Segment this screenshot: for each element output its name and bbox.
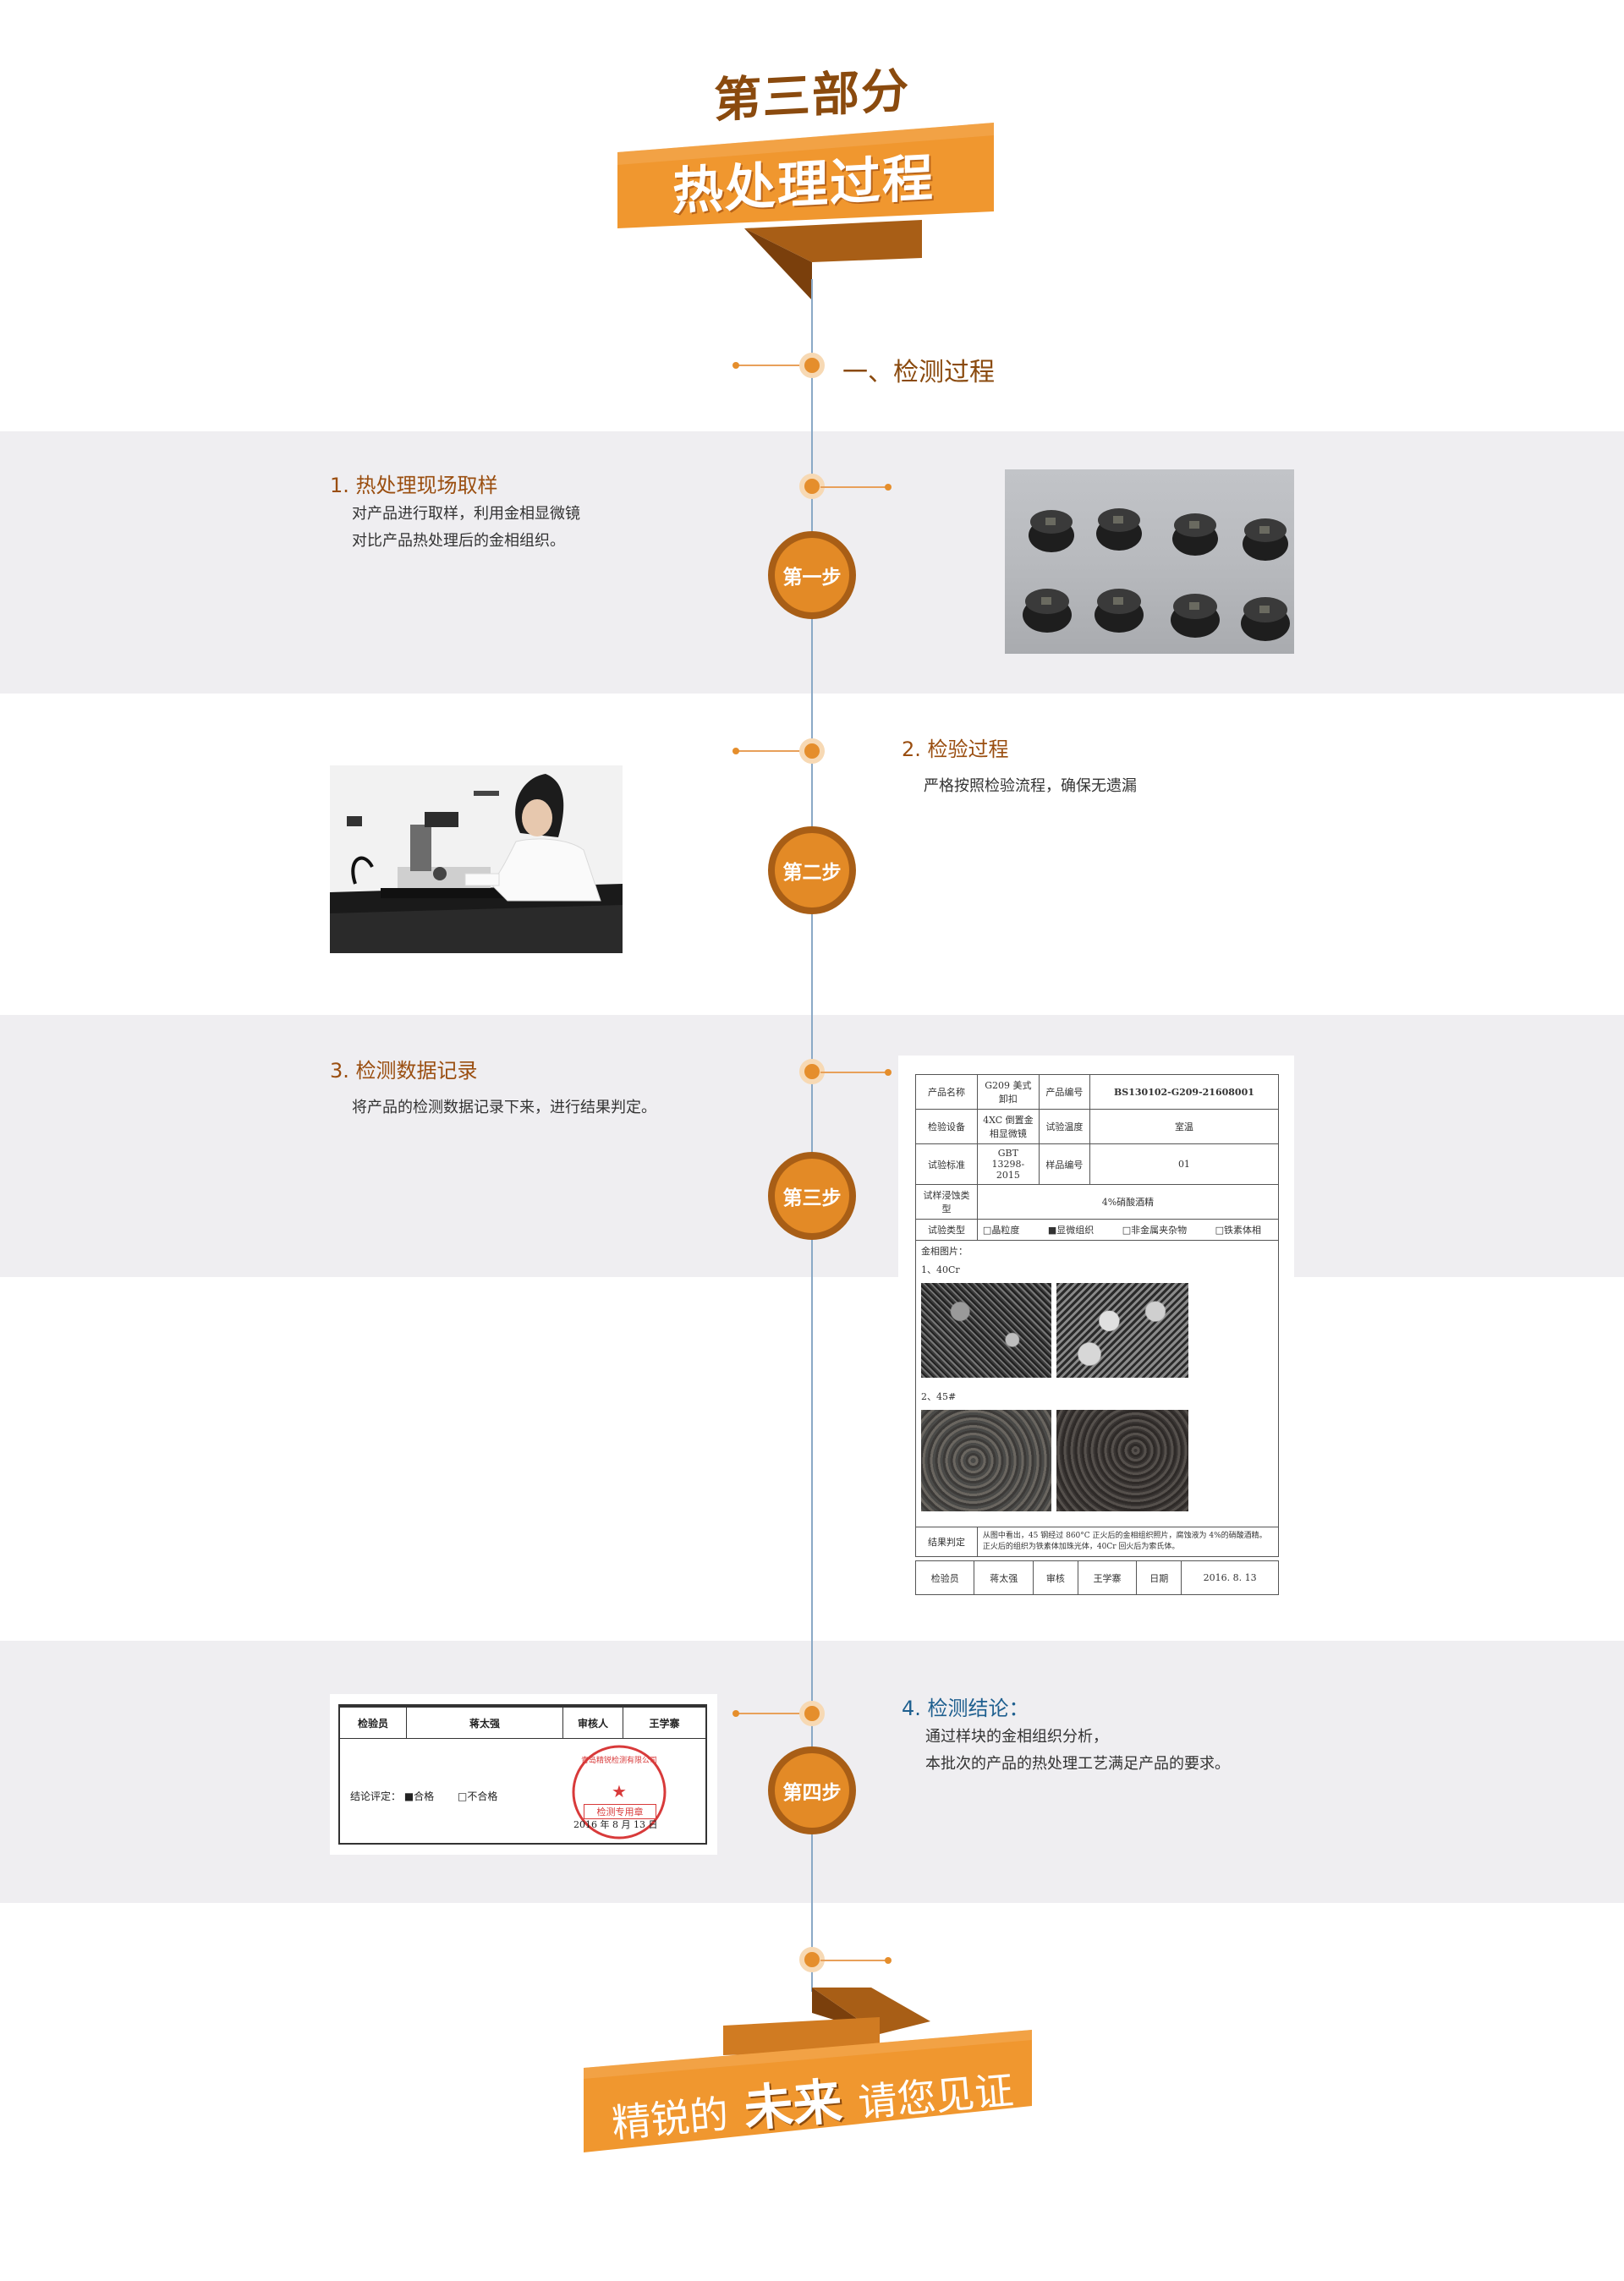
report-cell: G209 美式卸扣 [976, 1074, 1040, 1110]
timeline-node [799, 353, 825, 378]
inspection-report: 产品名称 G209 美式卸扣 产品编号 BS130102-G209-216080… [898, 1056, 1294, 1604]
report-cell: 检验员 [914, 1560, 975, 1595]
slogan-part-c: 请您见证 [856, 2067, 1016, 2126]
report-images-cell: 金相图片： 1、40Cr 2、45# [915, 1240, 1279, 1527]
report-images-label: 金相图片： [921, 1246, 968, 1257]
timeline-node [799, 1701, 825, 1726]
report-cell: 2016. 8. 13 [1181, 1560, 1279, 1595]
report-option: □晶粒度 [982, 1225, 1020, 1236]
conclusion-label: 结论评定： [350, 1790, 402, 1802]
report-sign-table: 检验员 蒋太强 审核 王学寨 日期 2016. 8. 13 [914, 1560, 1279, 1595]
report-cell: 蒋太强 [974, 1560, 1034, 1595]
report-cell: 结果判定 [915, 1527, 978, 1557]
step4-desc-line2: 本批次的产品的热处理工艺满足产品的要求。 [925, 1755, 1230, 1773]
conclusion-cell: 审核人 [563, 1708, 623, 1738]
micrograph-40cr [921, 1283, 1273, 1378]
step2-desc-line1: 严格按照检验流程，确保无遗漏 [924, 777, 1137, 795]
report-img2-label: 2、45# [921, 1391, 957, 1402]
step3-badge: 第三步 [768, 1152, 856, 1240]
connector-dot [732, 362, 739, 369]
report-cell: GBT 13298-2015 [976, 1143, 1040, 1185]
step2-title: 2. 检验过程 [902, 737, 1009, 761]
conclusion-header: 检验员 蒋太强 审核人 王学寨 [340, 1708, 705, 1739]
report-cell: 试样浸蚀类型 [915, 1184, 978, 1220]
step3-desc-line1: 将产品的检测数据记录下来，进行结果判定。 [352, 1099, 656, 1116]
slogan-part-a: 精锐的 [610, 2091, 731, 2147]
footer-ribbon [584, 1988, 1032, 2152]
step1-desc-line2: 对比产品热处理后的金相组织。 [352, 532, 565, 550]
connector-line [820, 1960, 886, 1961]
report-result-text: 从图中看出，45 钢经过 860°C 正火后的金相组织照片，腐蚀液为 4%的硝酸… [976, 1527, 1280, 1557]
report-cell: BS130102-G209-21608001 [1089, 1074, 1280, 1110]
slogan-part-b: 未来 [741, 2072, 845, 2138]
conclusion-date: 2016 年 8 月 13 日 [573, 1819, 658, 1830]
report-option: ■显微组织 [1047, 1225, 1095, 1236]
report-cell: 检验设备 [915, 1109, 978, 1144]
step1-desc-line1: 对产品进行取样，利用金相显微镜 [352, 505, 580, 523]
conclusion-cell: 检验员 [340, 1708, 407, 1738]
inspection-stamp: ★ 青岛精锐检测有限公司 检测专用章 [568, 1741, 670, 1843]
step4-desc-line1: 通过样块的金相组织分析， [925, 1728, 1108, 1746]
report-cell: 日期 [1136, 1560, 1182, 1595]
report-test-types: □晶粒度 ■显微组织 □非金属夹杂物 □铁素体相 [976, 1219, 1280, 1241]
connector-line [820, 1072, 886, 1073]
header-ribbon [617, 123, 994, 300]
report-option: □铁素体相 [1215, 1225, 1262, 1236]
timeline-line [811, 279, 813, 1992]
report-cell: 试验类型 [915, 1219, 978, 1241]
report-cell: 试验温度 [1038, 1109, 1090, 1144]
connector-line [738, 1713, 804, 1714]
conclusion-pass: ■合格 [403, 1790, 435, 1802]
report-cell: 试验标准 [915, 1143, 978, 1185]
report-cell: 产品名称 [915, 1074, 978, 1110]
conclusion-cell: 蒋太强 [407, 1708, 563, 1738]
conclusion-fail: □不合格 [458, 1790, 498, 1802]
step4-title: 4. 检测结论： [902, 1697, 1029, 1720]
section-heading: 一、检测过程 [842, 358, 995, 387]
report-cell: 产品编号 [1038, 1074, 1090, 1110]
report-cell: 01 [1089, 1143, 1280, 1185]
report-cell: 王学寨 [1077, 1560, 1138, 1595]
step2-badge: 第二步 [768, 826, 856, 914]
step1-title: 1. 热处理现场取样 [330, 474, 498, 497]
micrograph-45 [921, 1410, 1273, 1511]
connector-line [738, 365, 804, 366]
report-cell: 室温 [1089, 1109, 1280, 1144]
report-option: □非金属夹杂物 [1122, 1225, 1188, 1236]
connector-dot [885, 484, 892, 491]
sample-pucks-photo [1005, 469, 1294, 654]
connector-dot [732, 748, 739, 754]
report-cell: 样品编号 [1038, 1143, 1090, 1185]
connector-dot [732, 1710, 739, 1717]
svg-text:★: ★ [612, 1781, 627, 1801]
connector-dot [885, 1957, 892, 1964]
step4-badge: 第四步 [768, 1746, 856, 1834]
stamp-label: 检测专用章 [584, 1804, 656, 1819]
connector-line [738, 750, 804, 752]
connector-dot [885, 1069, 892, 1076]
microscope-lab-photo [330, 765, 623, 953]
stamp-company: 青岛精锐检测有限公司 [580, 1757, 657, 1765]
conclusion-cell: 王学寨 [649, 1717, 680, 1730]
timeline-node [799, 738, 825, 764]
report-img1-label: 1、40Cr [921, 1264, 960, 1275]
conclusion-form: 检验员 蒋太强 审核人 王学寨 结论评定： ■合格 □不合格 ★ 青岛精锐检测有… [330, 1694, 717, 1855]
report-cell: 4XC 倒置金相显微镜 [976, 1109, 1040, 1144]
report-cell: 4%硝酸酒精 [976, 1184, 1280, 1220]
step1-badge: 第一步 [768, 531, 856, 619]
step3-title: 3. 检测数据记录 [330, 1059, 478, 1083]
report-cell: 审核 [1032, 1560, 1078, 1595]
report-table: 产品名称 G209 美式卸扣 产品编号 BS130102-G209-216080… [915, 1074, 1280, 1557]
connector-line [820, 486, 886, 488]
